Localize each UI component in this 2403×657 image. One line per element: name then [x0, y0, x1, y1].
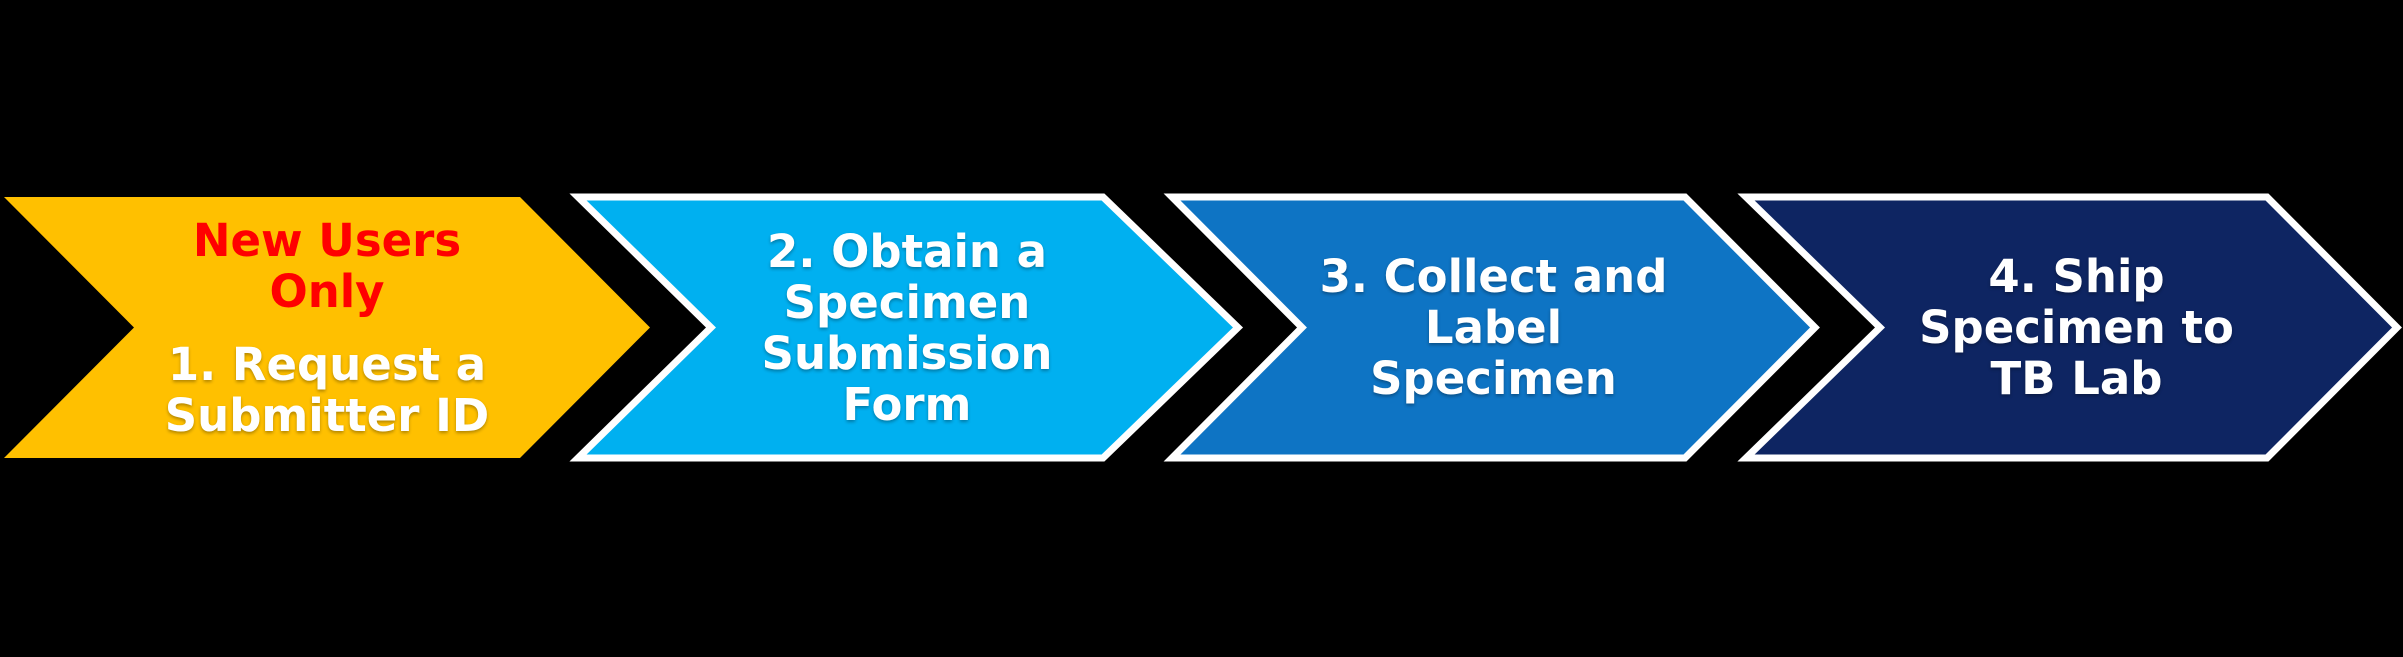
step-4-chevron-shape	[1737, 193, 2402, 462]
step-3-chevron-shape	[1163, 193, 1820, 462]
step-1-label-box: New Users Only 1. Request a Submitter ID	[4, 197, 650, 458]
step-2-chevron-shape	[569, 193, 1244, 462]
step-2-arrow: 2. Obtain a Specimen Submission Form	[569, 193, 1244, 462]
step-4-label-box: 4. Ship Specimen to TB Lab	[1746, 197, 2397, 458]
step-3-label-box: 3. Collect and Label Specimen	[1172, 197, 1815, 458]
step-2-chevron-polygon	[569, 193, 1244, 462]
step-3-chevron-polygon	[1163, 193, 1820, 462]
step-3-arrow: 3. Collect and Label Specimen	[1163, 193, 1820, 462]
step-2-label: 2. Obtain a Specimen Submission Form	[761, 224, 1053, 431]
step-1-note: New Users Only	[192, 213, 462, 318]
step-3-label: 3. Collect and Label Specimen	[1319, 250, 1668, 405]
step-2-label-box: 2. Obtain a Specimen Submission Form	[578, 197, 1238, 458]
step-1-label: 1. Request a Submitter ID	[164, 337, 490, 442]
step-1-chevron-polygon	[4, 197, 650, 458]
step-4-chevron-polygon	[1737, 193, 2402, 462]
step-1-arrow: New Users Only 1. Request a Submitter ID	[4, 197, 650, 458]
step-4-label: 4. Ship Specimen to TB Lab	[1919, 250, 2234, 405]
step-4-arrow: 4. Ship Specimen to TB Lab	[1737, 193, 2402, 462]
step-1-chevron-shape	[4, 197, 650, 458]
